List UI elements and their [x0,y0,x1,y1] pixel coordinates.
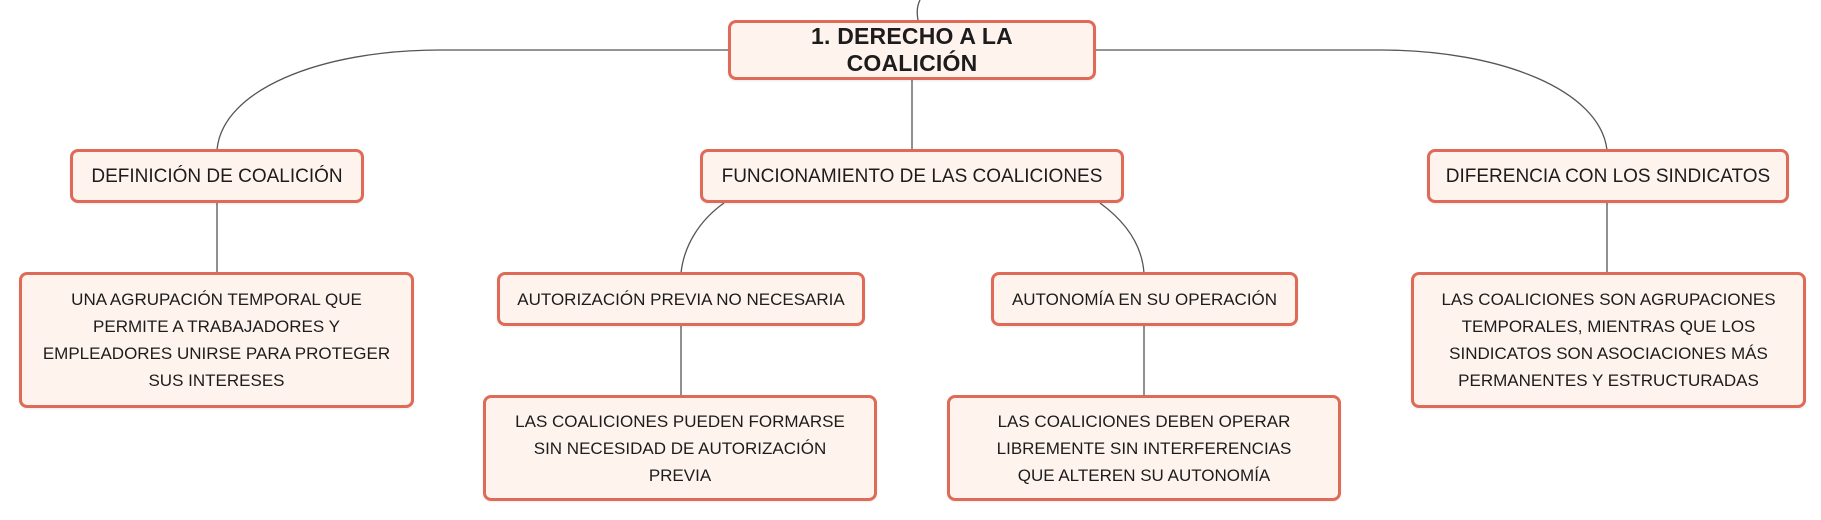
connector-root-definicion [216,49,728,151]
connector-funcionamiento-autonomia [1099,202,1145,274]
root-node[interactable]: 1. DERECHO A LA COALICIÓN [728,20,1096,80]
node-autonomia-operacion[interactable]: AUTONOMÍA EN SU OPERACIÓN [991,272,1298,326]
connector-funcionamiento-autorizacion [680,202,725,274]
node-autorizacion-previa[interactable]: AUTORIZACIÓN PREVIA NO NECESARIA [497,272,865,326]
node-autorizacion-previa-label: AUTORIZACIÓN PREVIA NO NECESARIA [517,289,845,309]
node-diferencia-detail-text: LAS COALICIONES SON AGRUPACIONES TEMPORA… [1441,290,1776,390]
connector-root-parent [916,0,921,21]
node-diferencia-sindicatos[interactable]: DIFERENCIA CON LOS SINDICATOS [1427,149,1789,203]
node-autonomia-detail-text: LAS COALICIONES DEBEN OPERAR LIBREMENTE … [996,411,1292,485]
node-definicion-coalicion[interactable]: DEFINICIÓN DE COALICIÓN [70,149,364,203]
node-autorizacion-detail[interactable]: LAS COALICIONES PUEDEN FORMARSE SIN NECE… [483,395,877,501]
connector-root-diferencia [1096,49,1608,151]
node-funcionamiento-coaliciones[interactable]: FUNCIONAMIENTO DE LAS COALICIONES [700,149,1124,203]
root-node-label: 1. DERECHO A LA COALICIÓN [811,23,1013,76]
node-autonomia-detail[interactable]: LAS COALICIONES DEBEN OPERAR LIBREMENTE … [947,395,1341,501]
node-autonomia-operacion-label: AUTONOMÍA EN SU OPERACIÓN [1011,289,1278,309]
node-autorizacion-detail-text: LAS COALICIONES PUEDEN FORMARSE SIN NECE… [515,411,845,485]
node-diferencia-detail[interactable]: LAS COALICIONES SON AGRUPACIONES TEMPORA… [1411,272,1806,408]
node-definicion-detail[interactable]: UNA AGRUPACIÓN TEMPORAL QUE PERMITE A TR… [19,272,414,408]
node-diferencia-sindicatos-label: DIFERENCIA CON LOS SINDICATOS [1445,165,1771,187]
node-funcionamiento-coaliciones-label: FUNCIONAMIENTO DE LAS COALICIONES [721,165,1103,187]
node-definicion-coalicion-label: DEFINICIÓN DE COALICIÓN [91,165,343,187]
node-definicion-detail-text: UNA AGRUPACIÓN TEMPORAL QUE PERMITE A TR… [42,290,391,390]
